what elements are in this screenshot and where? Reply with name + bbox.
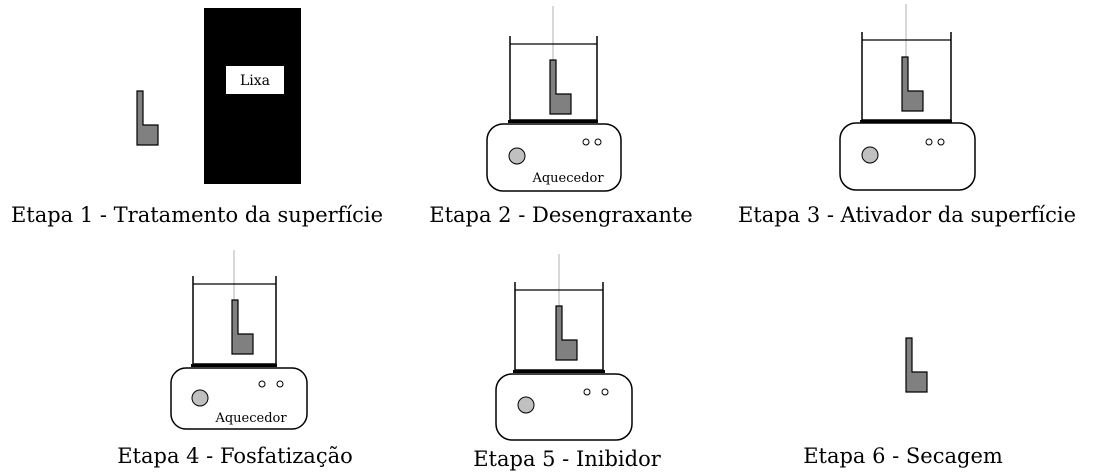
step-5-caption: Etapa 5 - Inibidor xyxy=(473,447,662,471)
step-6-caption: Etapa 6 - Secagem xyxy=(803,444,1003,468)
heater-indicator xyxy=(925,138,933,146)
heater-knob xyxy=(191,389,209,407)
heater xyxy=(495,373,633,441)
sandpaper xyxy=(204,8,301,184)
heater-label: Aquecedor xyxy=(214,411,287,426)
step-1-caption: Etapa 1 - Tratamento da superfície xyxy=(11,203,383,227)
metal-specimen xyxy=(549,59,572,115)
step-4: Aquecedor Etapa 4 - Fosfatização xyxy=(117,250,353,468)
heater xyxy=(170,367,308,430)
metal-specimen xyxy=(231,299,254,355)
step-6: Etapa 6 - Secagem xyxy=(803,337,1003,468)
step-2-caption: Etapa 2 - Desengraxante xyxy=(429,203,692,227)
heater-indicator xyxy=(276,380,284,388)
beaker-base xyxy=(513,370,605,373)
heater-indicator xyxy=(937,138,945,146)
step-3-caption: Etapa 3 - Ativador da superfície xyxy=(738,203,1076,227)
beaker-base xyxy=(860,120,952,123)
heater xyxy=(839,122,976,191)
heater-knob xyxy=(861,146,879,164)
metal-specimen xyxy=(555,305,578,361)
heater-indicator xyxy=(258,380,266,388)
sandpaper-label: Lixa xyxy=(240,73,270,89)
heater-indicator xyxy=(583,388,591,396)
metal-specimen xyxy=(905,337,928,393)
heater-knob xyxy=(517,396,535,414)
step-3: Etapa 3 - Ativador da superfície xyxy=(738,4,1076,227)
step-5: Etapa 5 - Inibidor xyxy=(473,254,662,471)
beaker-base xyxy=(191,364,277,367)
step-4-caption: Etapa 4 - Fosfatização xyxy=(117,444,353,468)
heater-knob xyxy=(508,147,526,165)
heater-label: Aquecedor xyxy=(531,171,604,186)
heater-indicator xyxy=(601,388,609,396)
heater-indicator xyxy=(594,138,602,146)
metal-specimen xyxy=(136,90,159,146)
metal-specimen xyxy=(901,56,924,112)
heater-indicator xyxy=(582,138,590,146)
sandpaper-label-box xyxy=(226,66,284,94)
step-1: Lixa Etapa 1 - Tratamento da superfície xyxy=(11,8,383,227)
beaker-base xyxy=(508,120,598,123)
step-2: Aquecedor Etapa 2 - Desengraxante xyxy=(429,6,693,227)
